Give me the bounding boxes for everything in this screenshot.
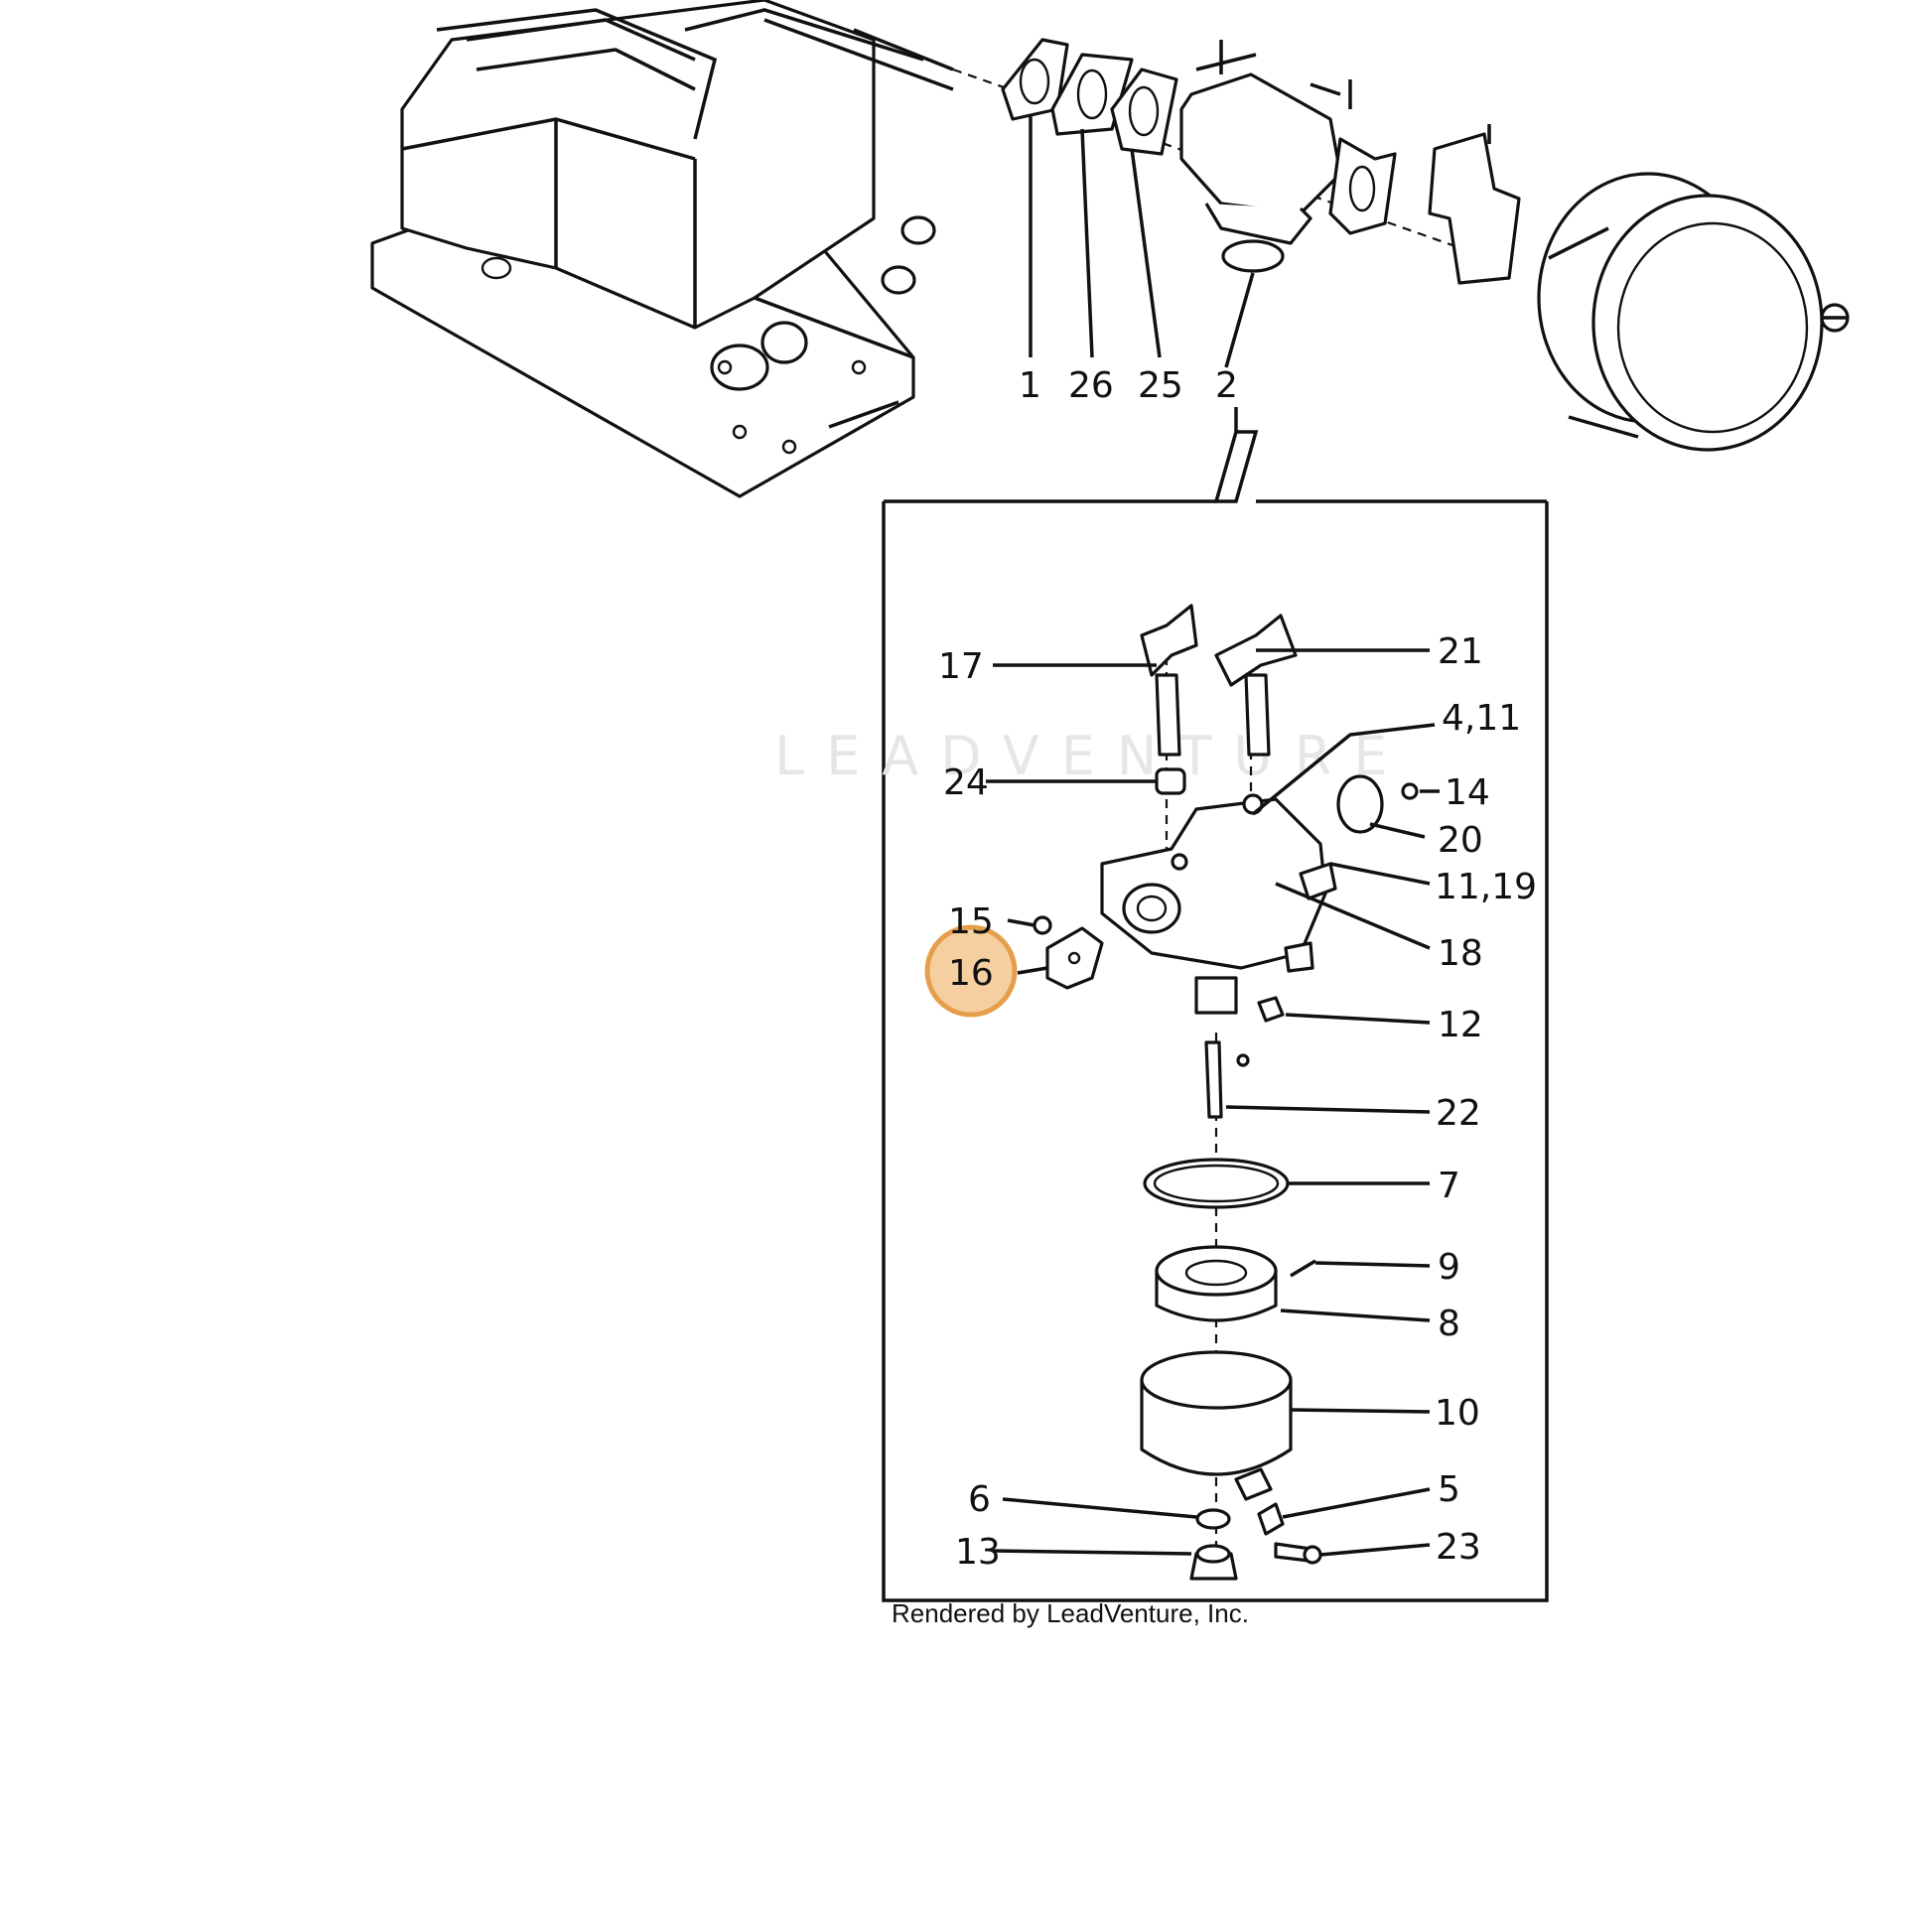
inset-callouts: 17 21 4,11 24 14 20 11,19 15 18 16 12 22… xyxy=(938,631,1537,1573)
inset-callout-leaders xyxy=(986,648,1440,1557)
top-callouts: 1 26 25 2 xyxy=(1019,365,1238,406)
callout-24[interactable]: 24 xyxy=(943,762,989,803)
callout-1[interactable]: 1 xyxy=(1019,365,1041,406)
gasket-row-illustration xyxy=(952,38,1850,452)
watermark: LEADVENTURE xyxy=(774,725,1409,787)
callout-10[interactable]: 10 xyxy=(1435,1393,1480,1434)
callout-26[interactable]: 26 xyxy=(1068,365,1114,406)
carburetor-inset: LEADVENTURE xyxy=(774,499,1549,1602)
engine-block-illustration xyxy=(370,0,954,498)
callout-20[interactable]: 20 xyxy=(1438,820,1483,861)
callout-17[interactable]: 17 xyxy=(938,646,984,687)
callout-15[interactable]: 15 xyxy=(948,901,994,942)
callout-21[interactable]: 21 xyxy=(1438,631,1483,672)
callout-13[interactable]: 13 xyxy=(955,1532,1001,1573)
callout-18[interactable]: 18 xyxy=(1438,933,1483,974)
highlight-marker xyxy=(924,924,1018,1018)
callout-14[interactable]: 14 xyxy=(1445,772,1490,813)
callout-16[interactable]: 16 xyxy=(948,953,994,994)
credit-line: Rendered by LeadVenture, Inc. xyxy=(892,1598,1249,1628)
callout-7[interactable]: 7 xyxy=(1438,1166,1460,1206)
callout-8[interactable]: 8 xyxy=(1438,1304,1460,1344)
callout-22[interactable]: 22 xyxy=(1436,1093,1481,1134)
callout-9[interactable]: 9 xyxy=(1438,1247,1460,1288)
callout-5[interactable]: 5 xyxy=(1438,1469,1460,1510)
callout-23[interactable]: 23 xyxy=(1436,1527,1481,1568)
callout-25[interactable]: 25 xyxy=(1138,365,1183,406)
callout-12[interactable]: 12 xyxy=(1438,1005,1483,1045)
callout-4-11[interactable]: 4,11 xyxy=(1442,698,1521,739)
top-callout-leaders xyxy=(1029,114,1259,503)
callout-11-19[interactable]: 11,19 xyxy=(1435,867,1537,907)
callout-2[interactable]: 2 xyxy=(1215,365,1238,406)
callout-6[interactable]: 6 xyxy=(968,1479,991,1520)
